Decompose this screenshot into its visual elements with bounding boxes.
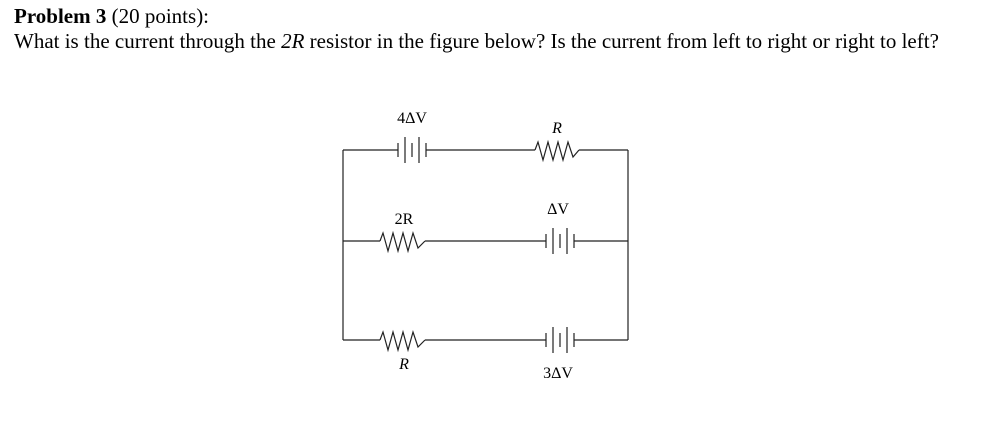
bottom-resistor xyxy=(379,329,426,353)
problem-statement: Problem 3 (20 points): What is the curre… xyxy=(14,4,974,54)
bottom-battery xyxy=(545,327,575,353)
label-top-resistor: R xyxy=(551,120,562,137)
top-battery xyxy=(397,137,427,163)
question-text-end: resistor in the figure below? Is the cur… xyxy=(304,29,939,53)
middle-battery xyxy=(545,228,575,254)
middle-resistor xyxy=(379,230,426,254)
label-bottom-battery: 3ΔV xyxy=(543,365,573,382)
label-top-battery: 4ΔV xyxy=(397,110,427,127)
question-variable: 2R xyxy=(281,29,305,53)
question-text-start: What is the current through the xyxy=(14,29,282,53)
problem-title: Problem 3 (20 points): xyxy=(14,4,974,29)
problem-question: What is the current through the 2R resis… xyxy=(14,29,974,54)
label-middle-resistor: 2R xyxy=(395,211,414,228)
problem-points: (20 points): xyxy=(111,4,210,28)
top-resistor xyxy=(534,139,580,163)
problem-heading: Problem 3 xyxy=(14,4,107,28)
label-bottom-resistor: R xyxy=(398,356,409,373)
label-middle-battery: ΔV xyxy=(547,201,569,218)
